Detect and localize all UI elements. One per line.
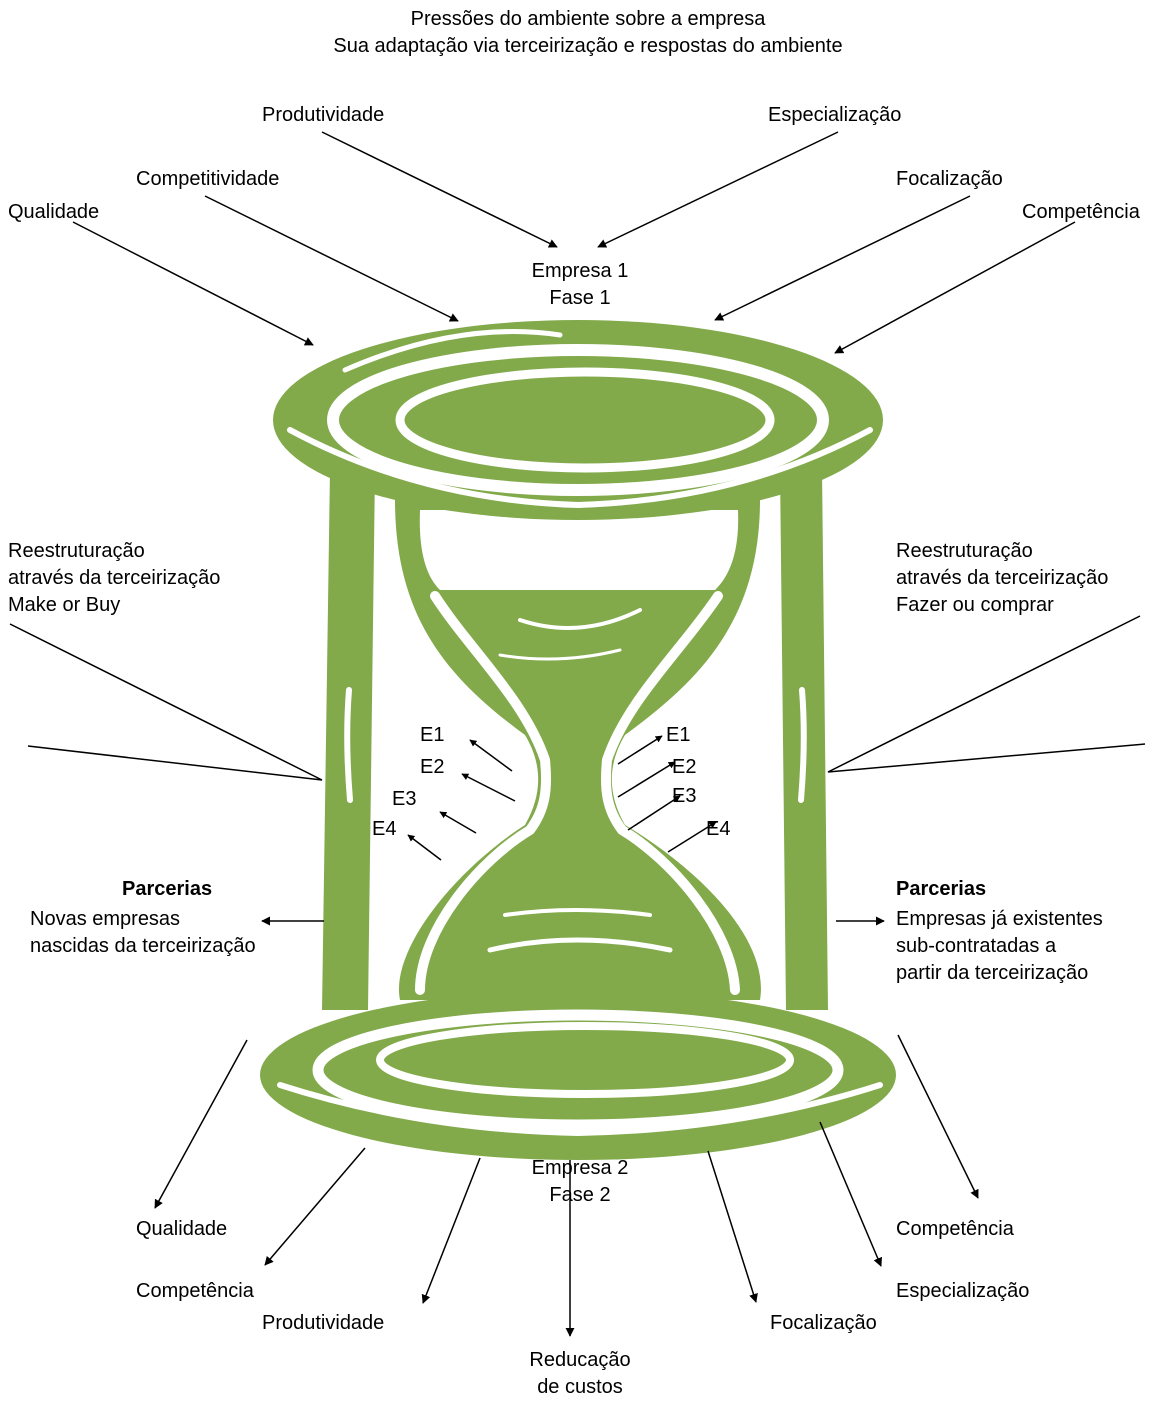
label-produtividade-top: Produtividade — [262, 104, 385, 126]
stage-left-e1: E1 — [420, 724, 445, 746]
label-competitividade-top: Competitividade — [136, 168, 280, 190]
left-restructuring-wedge — [9, 623, 323, 781]
diagram-title: Pressões do ambiente sobre a empresa Sua… — [238, 6, 938, 60]
arrow-qualidade-top — [72, 221, 314, 346]
top-pressure-arrows — [72, 131, 1076, 354]
label-qualidade-bottom: Qualidade — [136, 1218, 228, 1240]
title-line-2: Sua adaptação via terceirização e respos… — [333, 35, 843, 57]
left-restructuring-line-1: Reestruturação — [8, 540, 145, 562]
left-partnerships-line-2: nascidas da terceirização — [30, 935, 256, 957]
label-especializacao-top: Especialização — [768, 104, 902, 126]
reducao-line-1: Reducação — [529, 1349, 631, 1371]
stage-left-e4: E4 — [372, 818, 397, 840]
arrow-competitividade-top — [204, 195, 459, 322]
arrow-focalizacao-bottom — [707, 1150, 758, 1303]
stage-right-e4: E4 — [706, 818, 731, 840]
stage-right-e2: E2 — [672, 756, 697, 778]
right-partnerships-line-3: partir da terceirização — [896, 962, 1089, 984]
empresa-1-name: Empresa 1 — [531, 260, 629, 282]
right-partnerships-line-1: Empresas já existentes — [896, 908, 1103, 930]
right-restructuring-line-2: através da terceirização — [896, 567, 1109, 589]
stage-right-e1: E1 — [666, 724, 691, 746]
right-partnerships-text: Empresas já existentes sub-contratadas a… — [896, 906, 1103, 987]
arrow-competencia-top — [834, 221, 1076, 354]
left-partnerships-heading: Parcerias — [122, 878, 213, 900]
bottom-response-arrows — [154, 1034, 979, 1337]
title-line-1: Pressões do ambiente sobre a empresa — [410, 8, 766, 30]
hourglass-illustration — [260, 320, 896, 1160]
right-restructuring-line-3: Fazer ou comprar — [896, 594, 1054, 616]
stage-left-e3: E3 — [392, 788, 417, 810]
right-partnerships-line-2: sub-contratadas a — [896, 935, 1057, 957]
label-focalizacao-bottom: Focalização — [770, 1312, 877, 1334]
stage-left-e2: E2 — [420, 756, 445, 778]
arrow-especializacao-top — [597, 131, 839, 248]
left-restructuring-line-3: Make or Buy — [8, 594, 121, 616]
label-competencia-bottom-left: Competência — [136, 1280, 254, 1302]
arrow-especializacao-bottom — [819, 1121, 882, 1267]
empresa-1-label: Empresa 1 Fase 1 — [490, 258, 670, 312]
arrow-produtividade-bottom — [421, 1157, 481, 1304]
right-partnerships-heading: Parcerias — [896, 878, 987, 900]
label-especializacao-bottom: Especialização — [896, 1280, 1030, 1302]
empresa-2-name: Empresa 2 — [531, 1157, 629, 1179]
arrow-qualidade-bottom — [154, 1039, 248, 1209]
right-restructuring-label: Reestruturação através da terceirização … — [896, 538, 1108, 619]
label-qualidade-top: Qualidade — [8, 201, 100, 223]
stage-right-e3: E3 — [672, 785, 697, 807]
label-focalizacao-top: Focalização — [896, 168, 1003, 190]
arrow-competencia-bottom-right — [897, 1034, 979, 1199]
left-partnerships-line-1: Novas empresas — [30, 908, 181, 930]
stage-arrows — [407, 735, 717, 861]
label-competencia-bottom-right: Competência — [896, 1218, 1014, 1240]
arrow-competencia-bottom-left — [264, 1147, 366, 1266]
arrow-focalizacao-top — [714, 195, 971, 321]
reducao-line-2: de custos — [537, 1376, 623, 1398]
empresa-2-phase: Fase 2 — [549, 1184, 611, 1206]
left-restructuring-line-2: através da terceirização — [8, 567, 221, 589]
label-competencia-top: Competência — [1022, 201, 1140, 223]
label-produtividade-bottom: Produtividade — [262, 1312, 385, 1334]
left-restructuring-label: Reestruturação através da terceirização … — [8, 538, 220, 619]
arrow-produtividade-top — [321, 131, 558, 248]
empresa-1-phase: Fase 1 — [549, 287, 611, 309]
restructuring-lines — [9, 615, 1146, 781]
left-partnerships-text: Novas empresas nascidas da terceirização — [30, 906, 256, 960]
right-restructuring-wedge — [827, 615, 1146, 773]
empresa-2-label: Empresa 2 Fase 2 — [490, 1155, 670, 1209]
label-reducao-custos: Reducação de custos — [480, 1347, 680, 1401]
right-restructuring-line-1: Reestruturação — [896, 540, 1033, 562]
